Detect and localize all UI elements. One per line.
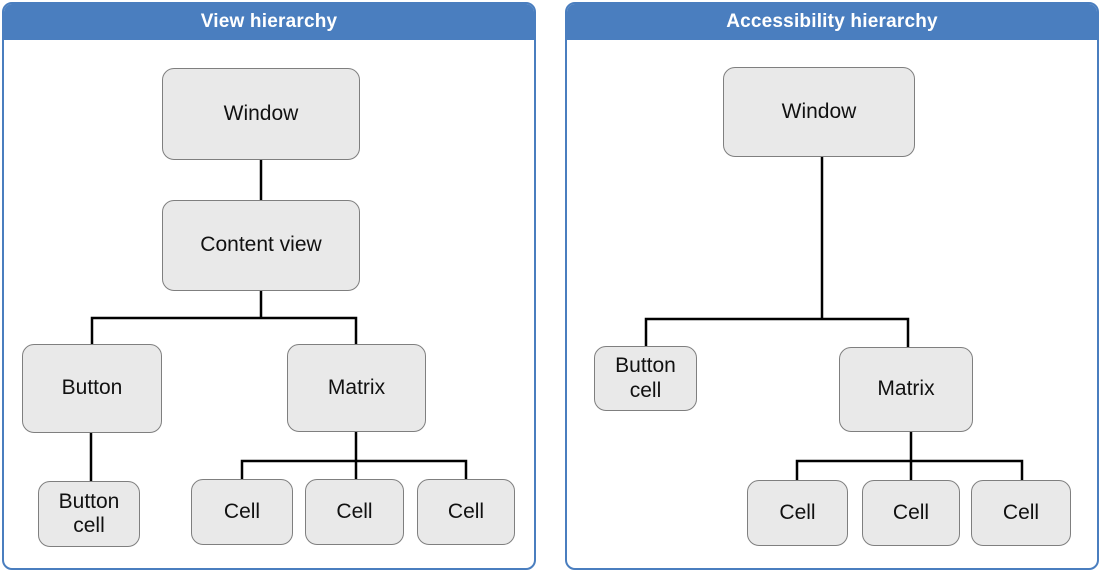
node-ax-matrix-label: Matrix	[877, 377, 935, 401]
node-ax-window-label: Window	[781, 99, 857, 123]
node-ax-window: Window	[723, 67, 915, 157]
panel-view-hierarchy-header: View hierarchy	[4, 4, 534, 40]
node-view-matrix-label: Matrix	[327, 375, 386, 399]
node-ax-button-cell: Button cell	[594, 346, 697, 411]
node-ax-cell-2: Cell	[862, 480, 960, 546]
node-view-content-view-label: Content view	[200, 233, 322, 257]
node-view-cell-1-label: Cell	[223, 499, 261, 523]
node-view-button-cell-label: Button cell	[58, 489, 120, 537]
node-view-matrix: Matrix	[287, 344, 426, 432]
panel-view-hierarchy-title: View hierarchy	[200, 11, 338, 32]
panel-accessibility-hierarchy-header: Accessibility hierarchy	[567, 4, 1097, 40]
node-view-button-label: Button	[61, 376, 123, 400]
node-view-cell-2-label: Cell	[336, 499, 373, 523]
node-ax-matrix: Matrix	[839, 347, 973, 432]
node-ax-cell-3-label: Cell	[1002, 500, 1040, 524]
node-view-content-view: Content view	[162, 200, 360, 291]
node-view-window: Window	[162, 68, 360, 160]
node-ax-cell-3: Cell	[971, 480, 1071, 546]
node-ax-cell-1: Cell	[747, 480, 848, 546]
node-view-button: Button	[22, 344, 162, 433]
node-view-cell-2: Cell	[305, 479, 404, 545]
panel-accessibility-hierarchy-title: Accessibility hierarchy	[726, 11, 938, 32]
node-ax-cell-2-label: Cell	[892, 500, 930, 524]
node-view-button-cell: Button cell	[38, 481, 140, 547]
node-view-cell-1: Cell	[191, 479, 293, 545]
node-ax-button-cell-label: Button cell	[615, 354, 676, 402]
node-view-window-label: Window	[223, 101, 299, 125]
node-ax-cell-1-label: Cell	[779, 500, 816, 524]
node-view-cell-3-label: Cell	[447, 499, 485, 523]
node-view-cell-3: Cell	[417, 479, 515, 545]
